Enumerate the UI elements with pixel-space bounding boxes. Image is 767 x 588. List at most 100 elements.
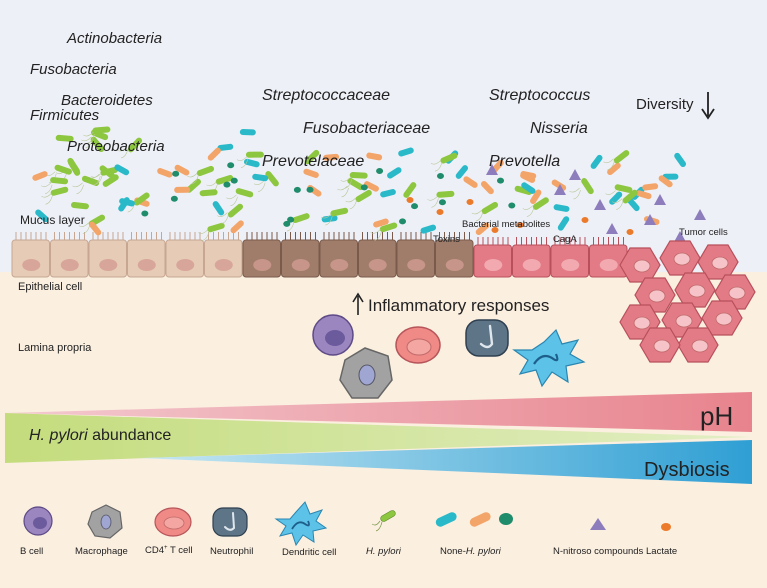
- orange-bacterium: [230, 220, 244, 234]
- teal-bacterium: [35, 209, 49, 223]
- green-bacterium: [411, 203, 419, 210]
- hpylori-bacterium: [81, 175, 100, 186]
- green-bacterium: [230, 177, 238, 184]
- epithelial-cell: [319, 239, 358, 278]
- orange-bacterium: [174, 186, 191, 193]
- cell-nucleus: [176, 259, 195, 271]
- tumor-nucleus: [653, 339, 671, 353]
- cell-nucleus: [561, 259, 580, 271]
- epithelial-cell-label: Epithelial cell: [18, 281, 83, 293]
- flagellum: [197, 229, 210, 241]
- hpylori-bacterium: [99, 165, 116, 179]
- epithelial-cell: [396, 239, 435, 278]
- orange-bacterium: [658, 175, 673, 188]
- lamina-propria-label: Lamina propria: [18, 342, 92, 354]
- ph-band: [5, 392, 752, 432]
- teal-bacterium: [321, 215, 338, 223]
- tumor-nucleus: [633, 259, 651, 273]
- flagellum: [345, 197, 357, 210]
- hpylori-bacterium: [614, 184, 633, 193]
- taxon-nisseria: Nisseria: [530, 120, 588, 137]
- teal-bacterium: [243, 158, 260, 168]
- hpylori-bacterium: [622, 189, 638, 204]
- orange-bacterium: [607, 162, 621, 176]
- epithelial-cell: [50, 239, 89, 278]
- flagellum: [116, 146, 129, 159]
- taxon-streptococcaceae: Streptococcaceae: [262, 87, 391, 104]
- none-hpylori-icons: [435, 512, 513, 527]
- hpylori-bacterium: [90, 136, 105, 153]
- hpylori-bacterium: [133, 192, 150, 206]
- orange-bacterium: [373, 218, 389, 228]
- hpylori-bacterium: [227, 203, 243, 218]
- green-bacterium: [497, 177, 505, 184]
- nitroso-compound: [606, 223, 618, 234]
- legend-hpylori: H. pylori: [366, 546, 401, 557]
- lactate-molecule: [626, 229, 634, 235]
- neutrophil-icon: [212, 507, 248, 537]
- green-bacterium: [360, 184, 368, 191]
- hpylori-bacterium: [355, 189, 372, 203]
- orange-bacterium: [32, 171, 48, 181]
- tumor-cluster: [619, 240, 756, 363]
- flagellum: [569, 187, 581, 200]
- macrophage-icon: [87, 504, 123, 539]
- hpylori-icon: [371, 510, 396, 532]
- epithelial-cell: [358, 239, 397, 278]
- hpylori-bacterium: [436, 190, 455, 198]
- nitroso-compound: [569, 169, 581, 180]
- legend-cd4-sup: +: [164, 545, 168, 551]
- teal-bacterium: [455, 165, 469, 179]
- tumor-nucleus: [648, 289, 666, 303]
- orange-bacterium: [174, 164, 190, 176]
- bacteria-cloud: [32, 126, 706, 242]
- tumor-nucleus: [673, 252, 691, 266]
- hpylori-bacterium: [581, 178, 594, 195]
- hpylori-bacterium: [50, 177, 69, 185]
- nitroso-compound: [654, 194, 666, 205]
- b-cell-icon: [23, 506, 53, 536]
- tumor-nucleus: [633, 316, 651, 330]
- flagellum: [187, 172, 199, 185]
- teal-bacterium: [557, 216, 570, 231]
- taxon-prevotelaceae: Prevotelaceae: [262, 153, 365, 170]
- hpylori-bacterium: [481, 201, 499, 215]
- hpylori-bacterium: [102, 174, 119, 187]
- flagellum: [83, 131, 95, 144]
- nitroso-compound: [554, 184, 566, 195]
- epithelial-cell: [88, 239, 127, 278]
- cell-nucleus: [368, 259, 387, 271]
- inflammatory-responses-label: Inflammatory responses: [368, 296, 550, 315]
- hpylori-bacterium: [613, 150, 630, 164]
- teal-bacterium: [521, 182, 536, 194]
- tumor-nucleus: [711, 256, 729, 270]
- hpylori-abundance-label: H. pylori abundance: [29, 428, 171, 444]
- diversity-label: Diversity: [636, 96, 694, 113]
- hpylori-bacterium: [532, 197, 549, 210]
- macrophage: [339, 347, 393, 399]
- hpylori-bacterium: [50, 186, 69, 196]
- teal-bacterium: [674, 152, 687, 168]
- nitroso-icon: [590, 518, 606, 530]
- tumor-cells-label: Tumor cells: [679, 227, 728, 238]
- legend-icons: [23, 501, 671, 547]
- taxon-prevotella: Prevotella: [489, 153, 561, 170]
- flagellum: [471, 209, 484, 222]
- tumor-nucleus: [688, 284, 706, 298]
- flagellum: [41, 193, 53, 205]
- nitroso-compound: [644, 214, 656, 225]
- taxon-streptococcus: Streptococcus: [489, 87, 591, 104]
- hpylori-abundance-suffix: abundance: [87, 427, 172, 444]
- flagellum: [603, 158, 615, 171]
- epithelial-cell: [281, 239, 320, 278]
- flagellum: [321, 213, 333, 226]
- green-bacterium: [436, 173, 444, 180]
- nitroso-compound: [486, 164, 498, 175]
- cd4-t-cell-icon: [154, 507, 192, 537]
- hpylori-bacterium: [349, 172, 368, 179]
- orange-bacterium: [463, 176, 478, 188]
- cell-nucleus: [484, 259, 503, 271]
- taxon-fusobacteria: Fusobacteria: [30, 61, 117, 78]
- orange-bacterium: [207, 147, 221, 161]
- teal-bacterium: [420, 224, 437, 234]
